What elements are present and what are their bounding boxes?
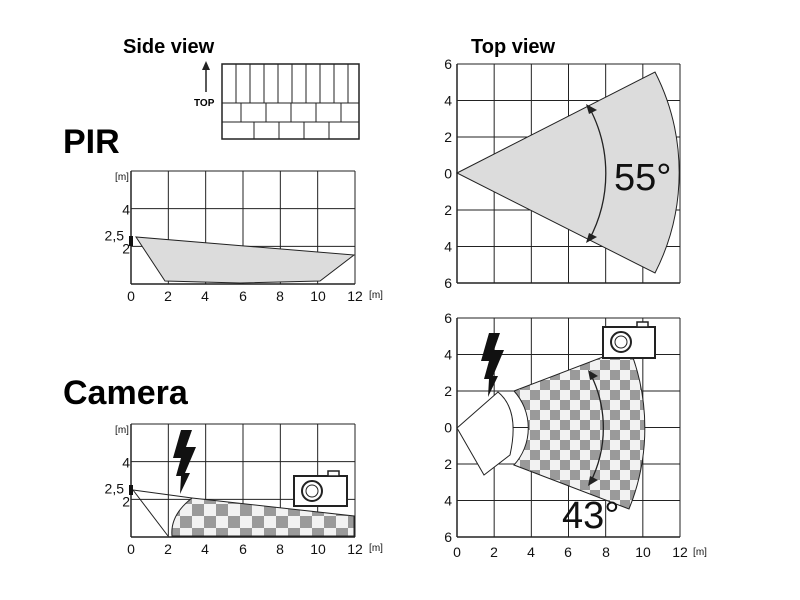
camera-side-view-chart	[129, 430, 355, 537]
cam-top-x-tick: 0	[453, 544, 461, 560]
camera-icon	[293, 470, 348, 507]
pir-side-x-tick: 6	[239, 288, 247, 304]
cam-top-y-tick: 2	[444, 383, 452, 399]
pir-side-x-tick: 0	[127, 288, 135, 304]
cam-top-y-tick: 0	[444, 420, 452, 436]
camera-angle-arc	[589, 372, 604, 484]
pir-top-y-tick: 6	[444, 275, 452, 291]
cam-side-x-tick: 6	[239, 541, 247, 557]
cam-top-y-tick: 4	[444, 347, 452, 363]
cam-top-y-tick: 6	[444, 529, 452, 545]
pir-side-y-unit: [m]	[115, 172, 129, 183]
pir-angle-arc	[588, 106, 607, 241]
flash-icon-top	[481, 333, 504, 397]
pir-side-view-chart	[129, 236, 356, 284]
pir-top-y-tick: 2	[444, 129, 452, 145]
cam-top-x-tick: 4	[527, 544, 535, 560]
pir-side-x-tick: 10	[310, 288, 326, 304]
cam-top-y-tick: 4	[444, 493, 452, 509]
pir-side-x-tick: 2	[164, 288, 172, 304]
pir-side-coverage	[135, 236, 356, 284]
pir-angle-label: 55°	[614, 157, 671, 199]
top-view-header: Top view	[471, 36, 556, 58]
camera-side-coverage	[171, 497, 355, 537]
cam-top-x-tick: 2	[490, 544, 498, 560]
cam-side-x-tick: 12	[347, 541, 363, 557]
cam-side-y-tick: 4	[122, 455, 130, 471]
cam-top-y-tick: 2	[444, 456, 452, 472]
cam-top-x-tick: 8	[602, 544, 610, 560]
pir-top-y-tick: 0	[444, 166, 452, 182]
cam-top-x-tick: 10	[635, 544, 651, 560]
cam-side-x-tick: 2	[164, 541, 172, 557]
side-view-panel-icon: TOP	[194, 61, 360, 140]
camera-header: Camera	[63, 374, 189, 412]
pir-top-y-tick: 4	[444, 93, 452, 109]
pir-top-coverage	[455, 71, 680, 274]
cam-side-x-tick: 0	[127, 541, 135, 557]
cam-top-x-tick: 6	[564, 544, 572, 560]
pir-top-y-tick: 6	[444, 56, 452, 72]
camera-top-view-chart: 43°	[456, 321, 656, 537]
pir-top-y-tick: 2	[444, 202, 452, 218]
cam-top-y-tick: 6	[444, 310, 452, 326]
pir-side-x-tick: 12	[347, 288, 363, 304]
flash-icon	[173, 430, 196, 494]
pir-side-x-tick: 8	[276, 288, 284, 304]
camera-icon-top	[602, 321, 656, 359]
cam-top-x-tick: 12	[672, 544, 688, 560]
cam-side-x-tick: 4	[201, 541, 209, 557]
pir-side-x-unit: [m]	[369, 290, 383, 301]
pir-side-y-tick: 2,5	[105, 227, 125, 243]
top-label: TOP	[194, 98, 215, 109]
cam-side-y-tick: 2	[122, 493, 130, 509]
pir-side-y-tick: 4	[122, 202, 130, 218]
pir-header: PIR	[63, 123, 120, 161]
cam-side-y-unit: [m]	[115, 425, 129, 436]
pir-top-view-chart: 55°	[455, 71, 680, 274]
camera-top-coverage	[513, 346, 646, 510]
cam-top-x-unit: [m]	[693, 547, 707, 558]
pir-top-y-tick: 4	[444, 239, 452, 255]
cam-side-x-tick: 10	[310, 541, 326, 557]
side-view-header: Side view	[123, 36, 215, 58]
cam-side-x-tick: 8	[276, 541, 284, 557]
pir-side-x-tick: 4	[201, 288, 209, 304]
cam-side-x-unit: [m]	[369, 543, 383, 554]
camera-angle-label: 43°	[562, 495, 619, 537]
pir-side-y-tick: 2	[122, 240, 130, 256]
cam-side-y-tick: 2,5	[105, 480, 125, 496]
